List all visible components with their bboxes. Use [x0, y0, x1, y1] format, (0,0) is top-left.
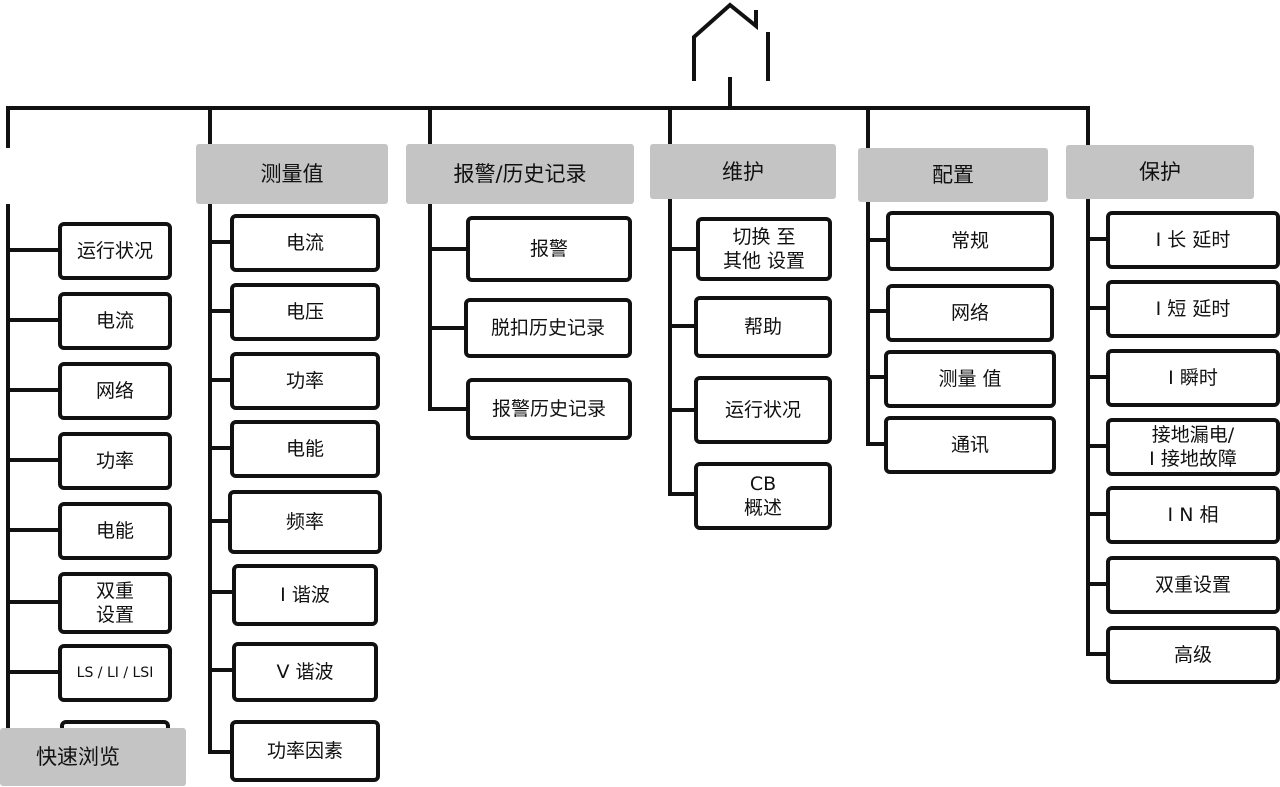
node-neutral-phase[interactable]: I N 相 — [1106, 486, 1280, 544]
node-metering-frequency[interactable]: 频率 — [228, 490, 382, 554]
node-quickview-current[interactable]: 电流 — [58, 292, 172, 350]
node-quickview-network[interactable]: 网络 — [58, 362, 172, 420]
node-metering-power[interactable]: 功率 — [230, 352, 380, 410]
header-alarms-history[interactable]: 报警/历史记录 — [406, 144, 634, 204]
node-config-metering[interactable]: 测量 值 — [884, 350, 1056, 408]
node-maintenance-status[interactable]: 运行状况 — [694, 376, 832, 444]
header-maintenance[interactable]: 维护 — [650, 144, 836, 199]
header-protection[interactable]: 保护 — [1066, 145, 1254, 199]
node-help[interactable]: 帮助 — [694, 296, 832, 358]
node-quickview-power[interactable]: 功率 — [58, 432, 172, 490]
node-quickview-ls-li-lsi[interactable]: LS / LI / LSI — [58, 644, 172, 702]
node-advanced[interactable]: 高级 — [1106, 626, 1280, 684]
node-alarms[interactable]: 报警 — [466, 216, 632, 282]
home-icon — [692, 2, 770, 110]
node-long-time-delay[interactable]: I 长 延时 — [1106, 211, 1280, 269]
header-quickview[interactable]: 快速浏览 — [0, 728, 186, 786]
node-metering-power-factor[interactable]: 功率因素 — [230, 720, 380, 782]
node-metering-current[interactable]: 电流 — [230, 214, 380, 272]
node-cb-overview[interactable]: CB 概述 — [694, 462, 832, 530]
node-trip-history[interactable]: 脱扣历史记录 — [464, 298, 632, 358]
node-config-communication[interactable]: 通讯 — [884, 416, 1056, 474]
node-instantaneous[interactable]: I 瞬时 — [1106, 349, 1280, 407]
node-quickview-status[interactable]: 运行状况 — [58, 222, 172, 280]
node-short-time-delay[interactable]: I 短 延时 — [1106, 280, 1280, 338]
node-ground-fault[interactable]: 接地漏电/ I 接地故障 — [1106, 418, 1280, 476]
node-quickview-energy[interactable]: 电能 — [58, 502, 172, 560]
node-switch-settings[interactable]: 切换 至 其他 设置 — [696, 217, 832, 281]
node-metering-v-harmonics[interactable]: V 谐波 — [232, 642, 378, 702]
node-quickview-dual-settings[interactable]: 双重 设置 — [58, 572, 172, 634]
node-alarm-history[interactable]: 报警历史记录 — [466, 378, 632, 440]
node-config-general[interactable]: 常规 — [886, 211, 1054, 271]
node-protection-dual-settings[interactable]: 双重设置 — [1106, 556, 1280, 614]
header-metering[interactable]: 测量值 — [196, 144, 388, 204]
header-configuration[interactable]: 配置 — [858, 148, 1048, 202]
node-metering-voltage[interactable]: 电压 — [230, 283, 380, 341]
node-metering-energy[interactable]: 电能 — [230, 420, 380, 478]
node-metering-i-harmonics[interactable]: I 谐波 — [232, 564, 378, 626]
node-config-network[interactable]: 网络 — [886, 284, 1054, 342]
